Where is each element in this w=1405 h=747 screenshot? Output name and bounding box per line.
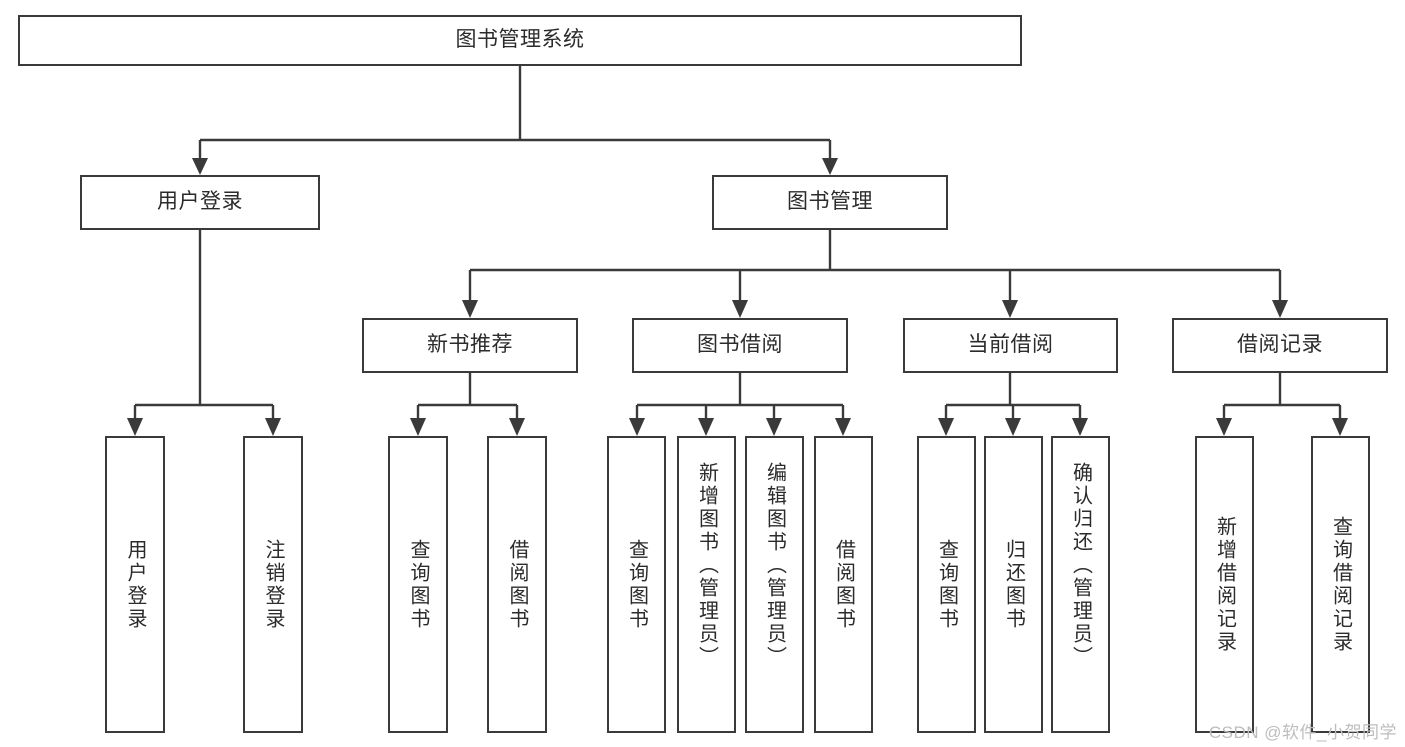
watermark-text: CSDN @软件_小贺同学	[1208, 723, 1397, 742]
arrowhead-book-manage	[822, 158, 838, 175]
node-leaf-edit-book[interactable]: 编辑图书（管理员）	[745, 436, 804, 733]
node-leaf-logout[interactable]: 注销登录	[243, 436, 303, 733]
node-leaf-borrow-book-recommend-label: 借阅图书	[506, 538, 528, 631]
arrowhead-leaf-return-book	[1005, 418, 1021, 436]
node-book-borrow[interactable]: 图书借阅	[632, 318, 848, 373]
node-user-login-label: 用户登录	[157, 190, 243, 214]
node-new-book-recommend[interactable]: 新书推荐	[362, 318, 578, 373]
node-leaf-edit-book-label: 编辑图书（管理员）	[763, 462, 786, 669]
arrowhead-leaf-add-book	[698, 418, 714, 436]
arrowhead-user-login	[192, 158, 208, 175]
node-leaf-add-record[interactable]: 新增借阅记录	[1195, 436, 1254, 733]
node-leaf-add-book-label: 新增图书（管理员）	[695, 462, 718, 669]
node-leaf-query-book-recommend[interactable]: 查询图书	[388, 436, 448, 733]
node-root[interactable]: 图书管理系统	[18, 15, 1022, 66]
node-borrow-record-label: 借阅记录	[1237, 333, 1323, 357]
node-leaf-query-book-recommend-label: 查询图书	[407, 538, 429, 631]
node-leaf-query-book-borrow[interactable]: 查询图书	[607, 436, 666, 733]
node-book-borrow-label: 图书借阅	[697, 333, 783, 357]
node-leaf-borrow-book-label: 借阅图书	[832, 538, 855, 631]
node-borrow-record[interactable]: 借阅记录	[1172, 318, 1388, 373]
node-leaf-add-book[interactable]: 新增图书（管理员）	[677, 436, 736, 733]
node-leaf-return-book[interactable]: 归还图书	[984, 436, 1043, 733]
node-leaf-query-record-label: 查询借阅记录	[1329, 515, 1352, 654]
arrowhead-leaf-logout	[265, 418, 281, 436]
node-leaf-logout-label: 注销登录	[262, 538, 284, 631]
node-current-borrow[interactable]: 当前借阅	[903, 318, 1118, 373]
node-leaf-confirm-return[interactable]: 确认归还（管理员）	[1051, 436, 1110, 733]
node-leaf-user-login-label: 用户登录	[124, 538, 146, 631]
node-leaf-user-login[interactable]: 用户登录	[105, 436, 165, 733]
node-user-login[interactable]: 用户登录	[80, 175, 320, 230]
arrowhead-leaf-query-book-borrow	[629, 418, 645, 436]
node-book-manage[interactable]: 图书管理	[712, 175, 948, 230]
arrowhead-leaf-query-book-current	[938, 418, 954, 436]
arrowhead-leaf-confirm-return	[1072, 418, 1088, 436]
arrowhead-leaf-edit-book	[766, 418, 782, 436]
arrowhead-leaf-user-login	[127, 418, 143, 436]
node-leaf-return-book-label: 归还图书	[1002, 538, 1025, 631]
node-root-label: 图书管理系统	[455, 28, 585, 52]
arrowhead-leaf-borrow-book	[835, 418, 851, 436]
node-leaf-confirm-return-label: 确认归还（管理员）	[1069, 462, 1092, 669]
arrowhead-leaf-add-record	[1216, 418, 1232, 436]
arrowhead-borrow-record	[1272, 300, 1288, 318]
arrowhead-current-borrow	[1002, 300, 1018, 318]
node-book-manage-label: 图书管理	[787, 190, 873, 214]
arrowhead-leaf-query-book-recommend	[410, 418, 426, 436]
arrowhead-new-book-recommend	[462, 300, 478, 318]
arrowhead-leaf-borrow-book-recommend	[509, 418, 525, 436]
node-leaf-add-record-label: 新增借阅记录	[1213, 515, 1236, 654]
node-leaf-query-record[interactable]: 查询借阅记录	[1311, 436, 1370, 733]
node-current-borrow-label: 当前借阅	[967, 333, 1054, 357]
node-leaf-borrow-book-recommend[interactable]: 借阅图书	[487, 436, 547, 733]
node-leaf-query-book-current-label: 查询图书	[935, 538, 958, 631]
arrowhead-book-borrow	[732, 300, 748, 318]
node-leaf-query-book-borrow-label: 查询图书	[625, 538, 648, 631]
node-leaf-query-book-current[interactable]: 查询图书	[917, 436, 976, 733]
node-new-book-recommend-label: 新书推荐	[427, 333, 513, 357]
arrowhead-leaf-query-record	[1332, 418, 1348, 436]
node-leaf-borrow-book[interactable]: 借阅图书	[814, 436, 873, 733]
